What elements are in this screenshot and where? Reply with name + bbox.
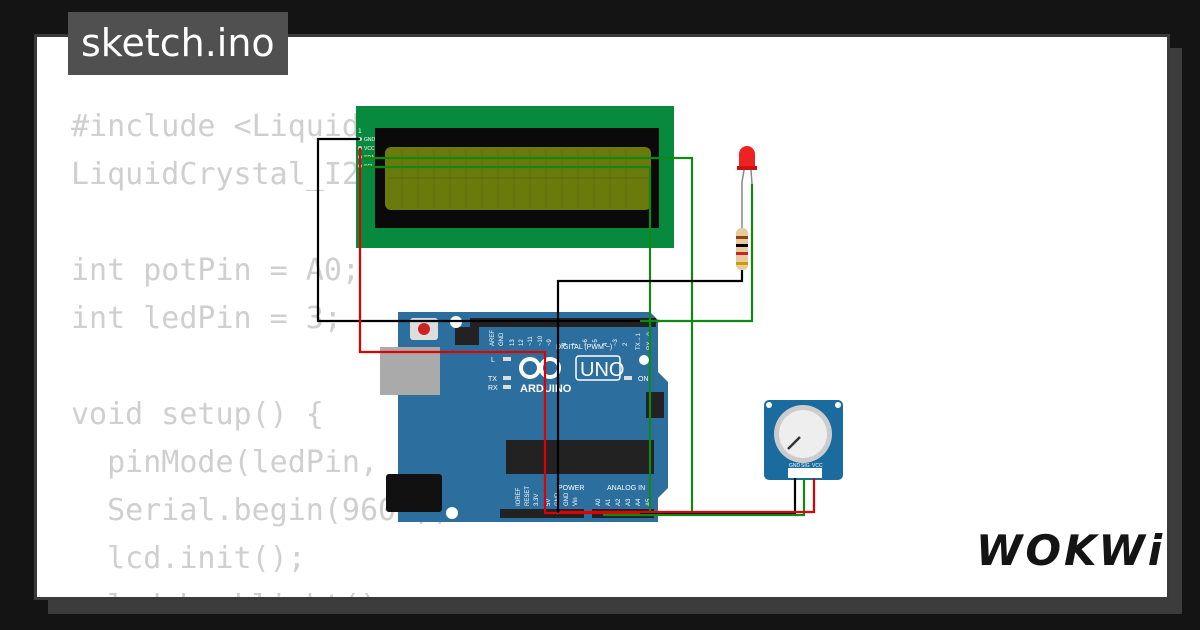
arduino-uno-board[interactable]: AREF GND 13 12 ~11 ~10 ~9 8 7 ~6 ~5 4 ~3…	[380, 312, 668, 522]
code-line: lcd.init();	[71, 541, 306, 576]
analog-header-label: ANALOG IN	[607, 485, 645, 492]
code-line: int potPin = A0;	[71, 253, 360, 288]
digital-pin-label: GND	[499, 332, 505, 346]
digital-pin-label: 4	[603, 342, 609, 346]
digital-pin-label: ~11	[528, 336, 534, 346]
pot-pin-gnd: GND	[789, 463, 801, 469]
digital-pin-label: 13	[510, 339, 516, 346]
digital-pin-label: ~10	[538, 335, 544, 346]
analog-pin-label: A1	[606, 498, 612, 506]
potentiometer[interactable]: GND SIG VCC	[764, 400, 843, 480]
wire-led-anode	[640, 184, 754, 323]
microcontroller-chip	[506, 440, 654, 474]
digital-pin-label: AREF	[490, 330, 496, 346]
analog-pin-label: A4	[636, 498, 642, 506]
arduino-model-label: UNO	[580, 359, 624, 381]
wire-resistor-gnd	[556, 270, 744, 513]
lcd-pin-gnd: GND	[364, 137, 376, 143]
digital-pin-label: ~6	[583, 338, 589, 346]
pot-pin-sig: SIG	[801, 463, 810, 469]
digital-pin-label: 12	[519, 339, 525, 346]
digital-pin-label: 8	[562, 342, 568, 346]
led-label-on: ON	[638, 376, 649, 383]
lcd-display[interactable]: 1 GND VCC SDA SCL	[356, 106, 674, 248]
digital-header-label: DIGITAL (PWM ~)	[556, 344, 612, 351]
power-pin-label: 5V	[546, 499, 552, 506]
power-header-label: POWER	[558, 485, 584, 492]
analog-pin-label: A3	[626, 498, 632, 506]
power-header	[500, 509, 584, 518]
wire-lcd-scl	[362, 165, 652, 513]
wire-pot-vcc	[560, 478, 816, 514]
analog-pin-label: A2	[616, 498, 622, 506]
digital-header	[470, 318, 656, 327]
code-line: void setup() {	[71, 397, 324, 432]
digital-pin-label: 7	[573, 342, 579, 346]
wire-pot-sig	[603, 478, 806, 517]
power-jack	[386, 474, 442, 512]
wokwi-logo: WOKWi	[976, 526, 1166, 575]
led-label-l: L	[491, 357, 495, 364]
led-label-tx: TX	[488, 376, 497, 383]
code-line: int ledPin = 3;	[71, 301, 342, 336]
digital-pin-label: ~9	[547, 338, 553, 346]
wire-lcd-gnd	[316, 137, 660, 323]
digital-pin-label: 2	[623, 342, 629, 346]
usb-port	[380, 347, 440, 395]
code-line: lcd.backlight();	[71, 583, 667, 597]
wires	[316, 137, 816, 517]
lcd-pin-number: 1	[358, 128, 362, 135]
power-pin-label: Vin	[573, 497, 579, 506]
red-led[interactable]	[737, 146, 757, 185]
power-pin-label: IOREF	[516, 487, 522, 506]
resistor[interactable]	[736, 182, 748, 270]
lcd-pin-vcc: VCC	[364, 146, 375, 152]
power-pin-label: GND	[564, 492, 570, 506]
analog-pin-label: A0	[596, 498, 602, 506]
led-label-rx: RX	[488, 385, 498, 392]
power-pin-label: 3.3V	[534, 494, 540, 506]
file-tab-sketch[interactable]: sketch.ino	[68, 12, 288, 75]
digital-pin-label: ~5	[593, 338, 599, 346]
digital-pin-label: ~3	[613, 338, 619, 346]
pot-pin-vcc: VCC	[812, 463, 823, 469]
digital-pin-label: TX→1	[636, 332, 642, 350]
power-pin-label: RESET	[525, 486, 531, 506]
